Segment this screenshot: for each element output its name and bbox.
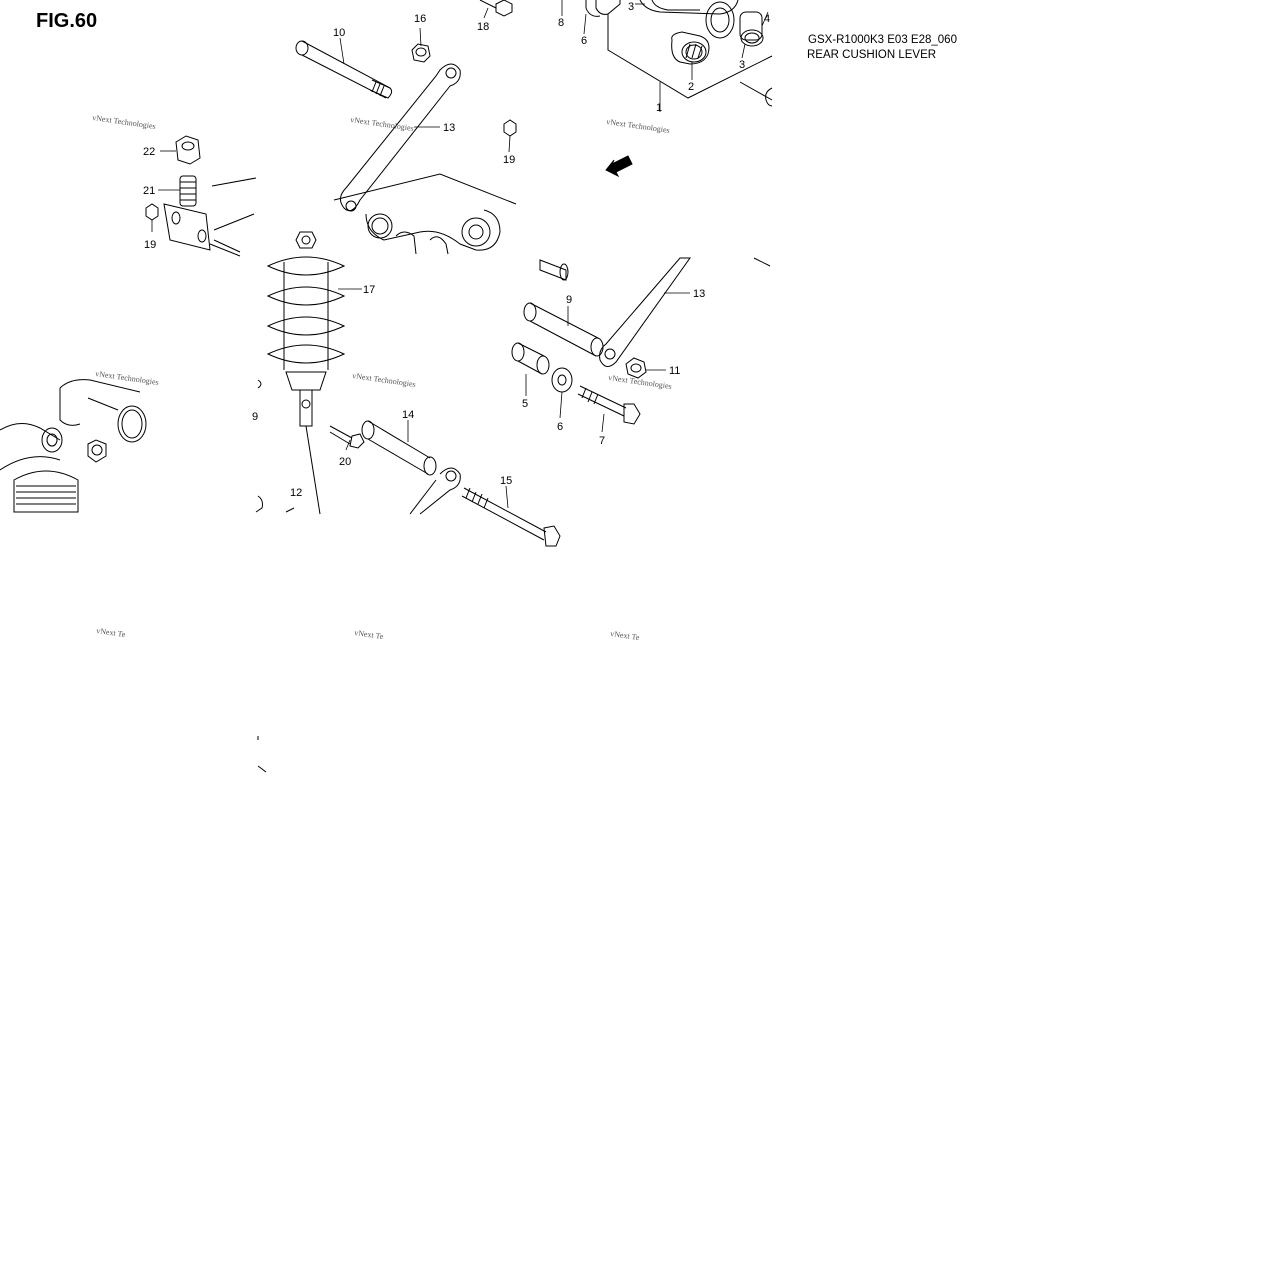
shock-absorber-part-17 xyxy=(266,231,346,427)
link-rod-part-13-right xyxy=(599,257,691,367)
guide-line-left-2 xyxy=(213,213,255,231)
fwd-arrow-icon xyxy=(605,155,633,178)
callout-number: 4 xyxy=(764,13,770,25)
shock-leader xyxy=(305,425,321,515)
watermark-text: vNext Technologies xyxy=(350,115,415,133)
callout-number: 19 xyxy=(503,154,515,166)
callout-number: 3 xyxy=(628,1,634,13)
link-rod-part-13-upper xyxy=(340,63,461,212)
nut-part-22 xyxy=(175,135,201,165)
part-1-leader-right xyxy=(739,81,773,101)
callout-number: 1 xyxy=(656,102,662,114)
figure-title: FIG.60 xyxy=(36,10,98,32)
adjuster-part-21 xyxy=(163,175,211,251)
nut-part-11 xyxy=(625,357,647,379)
diagram-linework xyxy=(0,0,773,773)
watermarks: vNext Technologies vNext Technologies vN… xyxy=(92,113,673,642)
watermark-text: vNext Te xyxy=(354,628,385,641)
part-12-edge xyxy=(285,507,295,513)
rear-cushion-lever-body xyxy=(595,0,739,39)
model-code: GSX-R1000K3 E03 E28_060 xyxy=(808,34,957,46)
bolt-part-20 xyxy=(329,425,365,449)
guide-line-right xyxy=(753,257,771,267)
collar-part-5 xyxy=(511,342,550,375)
clip-edge-bearing xyxy=(255,495,263,513)
part-6-washer xyxy=(585,0,601,17)
edge-mark xyxy=(257,765,267,773)
clip-edge-left xyxy=(257,379,262,389)
callout-number: 9 xyxy=(252,411,258,423)
callout-number: 16 xyxy=(414,13,426,25)
callout-number: 21 xyxy=(143,185,155,197)
nut-part-16 xyxy=(411,43,431,63)
callout-number: 9 xyxy=(566,294,572,306)
watermark-text: vNext Te xyxy=(610,629,641,642)
bolt-part-15 xyxy=(461,487,561,547)
guide-line-left xyxy=(211,177,257,187)
callout-number: 3 xyxy=(739,59,745,71)
callout-number: 13 xyxy=(693,288,705,300)
figure-caption: REAR CUSHION LEVER xyxy=(807,49,937,59)
callout-number: 2 xyxy=(688,81,694,93)
watermark-text: vNext Technologies xyxy=(95,369,160,387)
callout-number: 7 xyxy=(599,435,605,447)
callout-number: 20 xyxy=(339,456,351,468)
collar-part-top xyxy=(539,259,569,281)
callout-number: 19 xyxy=(144,239,156,251)
callout-number: 5 xyxy=(522,398,528,410)
bearing-part-3 xyxy=(739,11,764,47)
callout-number: 10 xyxy=(333,27,345,39)
callout-number: 18 xyxy=(477,21,489,33)
bolt-shank-left xyxy=(209,239,241,257)
callout-number: 13 xyxy=(443,122,455,134)
callout-number: 6 xyxy=(581,35,587,47)
watermark-text: vNext Technologies xyxy=(92,113,157,131)
collar-part-9 xyxy=(523,302,604,357)
bolt-part-18 xyxy=(479,0,513,17)
nut-part-19-left xyxy=(145,203,159,221)
callout-number: 6 xyxy=(557,421,563,433)
washer-part-6 xyxy=(551,367,573,393)
link-rod-part-13-lower xyxy=(409,467,461,515)
collar-end xyxy=(765,87,773,107)
callout-number: 15 xyxy=(500,475,512,487)
callout-number: 14 xyxy=(402,409,414,421)
lever-part-12-body xyxy=(333,173,517,255)
bolt-part-7 xyxy=(577,385,641,425)
bearing-part-2 xyxy=(671,31,710,65)
part-1-bracket-outline xyxy=(607,14,773,99)
watermark-text: vNext Technologies xyxy=(608,373,673,391)
shock-body-part-left xyxy=(0,379,147,513)
callout-number: 12 xyxy=(290,487,302,499)
callout-number: 8 xyxy=(558,17,564,29)
watermark-text: vNext Technologies xyxy=(606,117,671,135)
watermark-text: vNext Technologies xyxy=(352,371,417,389)
watermark-text: vNext Te xyxy=(96,626,127,639)
leader-lines xyxy=(151,0,769,509)
callout-numbers: 1 2 3 3 4 5 6 6 7 8 9 10 11 12 13 13 14 … xyxy=(143,1,770,499)
callout-number: 22 xyxy=(143,146,155,158)
callout-number: 17 xyxy=(363,284,375,296)
callout-number: 11 xyxy=(669,365,680,377)
bolt-part-10 xyxy=(295,40,393,99)
pin-part-14 xyxy=(361,420,437,476)
nut-part-19-top xyxy=(503,119,517,137)
